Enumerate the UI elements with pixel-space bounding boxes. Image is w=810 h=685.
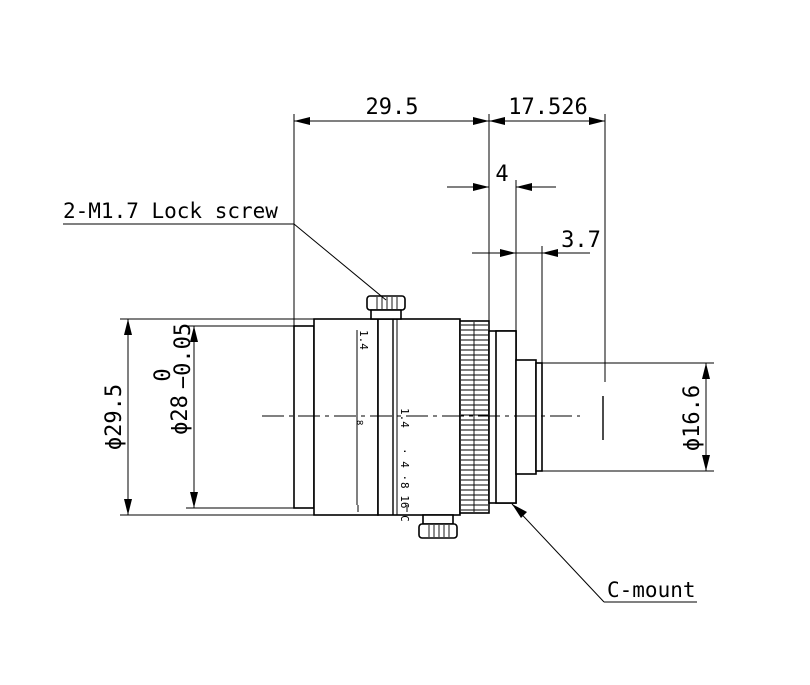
dim-29-5-top: 29.5 <box>366 95 419 120</box>
callout-lock-screw: 2-M1.7 Lock screw <box>63 199 387 301</box>
dim-diameter-28: ϕ28 <box>168 395 193 435</box>
dim-diameter-16-6: ϕ16.6 <box>680 385 705 451</box>
focus-barrel <box>313 318 379 516</box>
dim-ring-diameter: ϕ28 0 −0.05 <box>151 323 294 509</box>
tolerance-upper: 0 <box>151 368 176 381</box>
focus-scale-2: 8 16 C <box>398 482 411 522</box>
dim-17-526: 17.526 <box>508 95 587 120</box>
lock-screw-label: 2-M1.7 Lock screw <box>63 199 278 223</box>
front-cap <box>293 325 315 509</box>
aperture-mark: 1.4 <box>398 408 411 428</box>
lock-screw-top <box>366 295 406 320</box>
dim-outer-diameter: ϕ29.5 <box>102 318 314 516</box>
dim-mount-thread: 4 <box>447 162 556 360</box>
aperture-mark-small: 1.4 <box>357 330 370 350</box>
knurled-ring <box>459 320 490 514</box>
dim-4: 4 <box>495 162 508 187</box>
infinity-mark: ∞ <box>357 416 364 429</box>
c-mount-label: C-mount <box>607 578 696 602</box>
lock-screw-bottom <box>418 514 458 539</box>
dim-diameter-29-5: ϕ29.5 <box>102 384 127 450</box>
dim-3-7: 3.7 <box>561 228 601 253</box>
dim-lens-length: 29.5 <box>293 95 490 331</box>
dim-rear-diameter: ϕ16.6 <box>542 362 714 472</box>
focus-scale-1: · 4 · <box>398 448 411 481</box>
scale-markings: ∞ 1.4 1.4 · 4 · 8 16 C <box>357 330 411 522</box>
knurl-lines <box>461 322 488 512</box>
callout-c-mount: C-mount <box>511 503 697 603</box>
rear-element <box>535 362 543 472</box>
c-mount-thread <box>515 359 537 475</box>
dim-rear-protrusion: 3.7 <box>472 228 601 363</box>
tolerance-lower: −0.05 <box>171 323 196 389</box>
lens-body <box>293 318 543 516</box>
aperture-ring <box>377 318 461 516</box>
dim-flange-distance: 17.526 <box>489 95 606 382</box>
